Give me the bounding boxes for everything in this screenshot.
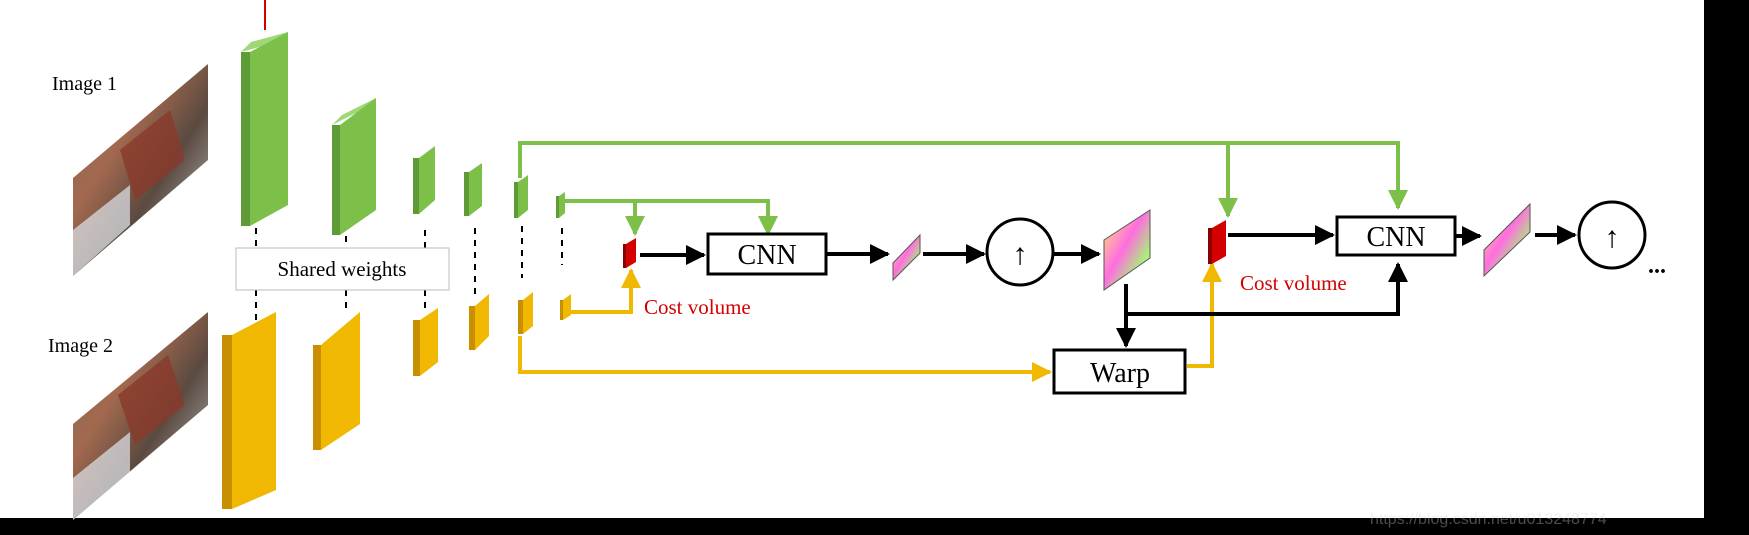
yellow-level-4 bbox=[469, 294, 489, 350]
cnn-2-box bbox=[1335, 215, 1457, 257]
upsample-1-circle bbox=[985, 217, 1055, 287]
yellow-level-2 bbox=[313, 312, 360, 450]
green-level-3 bbox=[413, 146, 435, 214]
green-level-4 bbox=[464, 163, 482, 216]
flow-1-small bbox=[892, 233, 921, 282]
warp-box bbox=[1052, 348, 1187, 395]
continuation-ellipsis: ... bbox=[1648, 253, 1666, 279]
flow-3 bbox=[1483, 202, 1531, 278]
yellow-level-3 bbox=[413, 308, 438, 376]
green-level-2 bbox=[332, 98, 376, 235]
shared-weights-box bbox=[235, 247, 450, 291]
shared-weights-label: Shared weights bbox=[278, 257, 407, 281]
cnn-1-label: CNN bbox=[737, 240, 796, 271]
cost-volume-2-label: Cost volume bbox=[1240, 271, 1347, 295]
yellow-level-6 bbox=[560, 294, 571, 320]
green-level-1 bbox=[241, 32, 288, 226]
image1-thumbnail bbox=[73, 64, 208, 276]
yellow-feature-pyramid bbox=[222, 292, 571, 509]
footer-bar bbox=[0, 518, 1749, 535]
green-level-6 bbox=[556, 192, 565, 218]
arrow-flow2-to-cnn2 bbox=[1126, 262, 1408, 316]
yellow-line-to-cost1 bbox=[571, 268, 641, 314]
image2-label: Image 2 bbox=[48, 335, 113, 357]
cnn-1-box bbox=[706, 232, 828, 276]
yellow-level-1 bbox=[222, 312, 276, 509]
green-skip-line-top bbox=[518, 141, 1408, 210]
upsample-2-symbol: ↑ bbox=[1605, 221, 1620, 254]
cost-volume-1-label: Cost volume bbox=[644, 295, 751, 319]
cost-volume-1-block bbox=[623, 238, 636, 268]
upsample-2-circle bbox=[1577, 200, 1647, 270]
right-edge-bar bbox=[1704, 0, 1749, 535]
cost-volume-2-block bbox=[1208, 220, 1226, 264]
green-feature-pyramid bbox=[241, 32, 565, 235]
yellow-level-5 bbox=[518, 292, 533, 334]
image2-thumbnail bbox=[73, 312, 208, 520]
green-level-5 bbox=[514, 175, 528, 218]
yellow-line-warp-to-cost2 bbox=[1187, 262, 1222, 368]
flow-2-upsampled bbox=[1103, 209, 1151, 291]
shared-weight-dashes bbox=[255, 226, 563, 320]
green-line-to-cnn1 bbox=[565, 199, 778, 236]
image1-label: Image 1 bbox=[52, 73, 117, 95]
upsample-1-symbol: ↑ bbox=[1013, 238, 1028, 271]
watermark-text: https://blog.csdn.net/u013248774 bbox=[1370, 511, 1607, 528]
warp-label: Warp bbox=[1090, 358, 1150, 389]
yellow-line-to-warp bbox=[518, 336, 1052, 382]
cnn-2-label: CNN bbox=[1366, 222, 1425, 253]
